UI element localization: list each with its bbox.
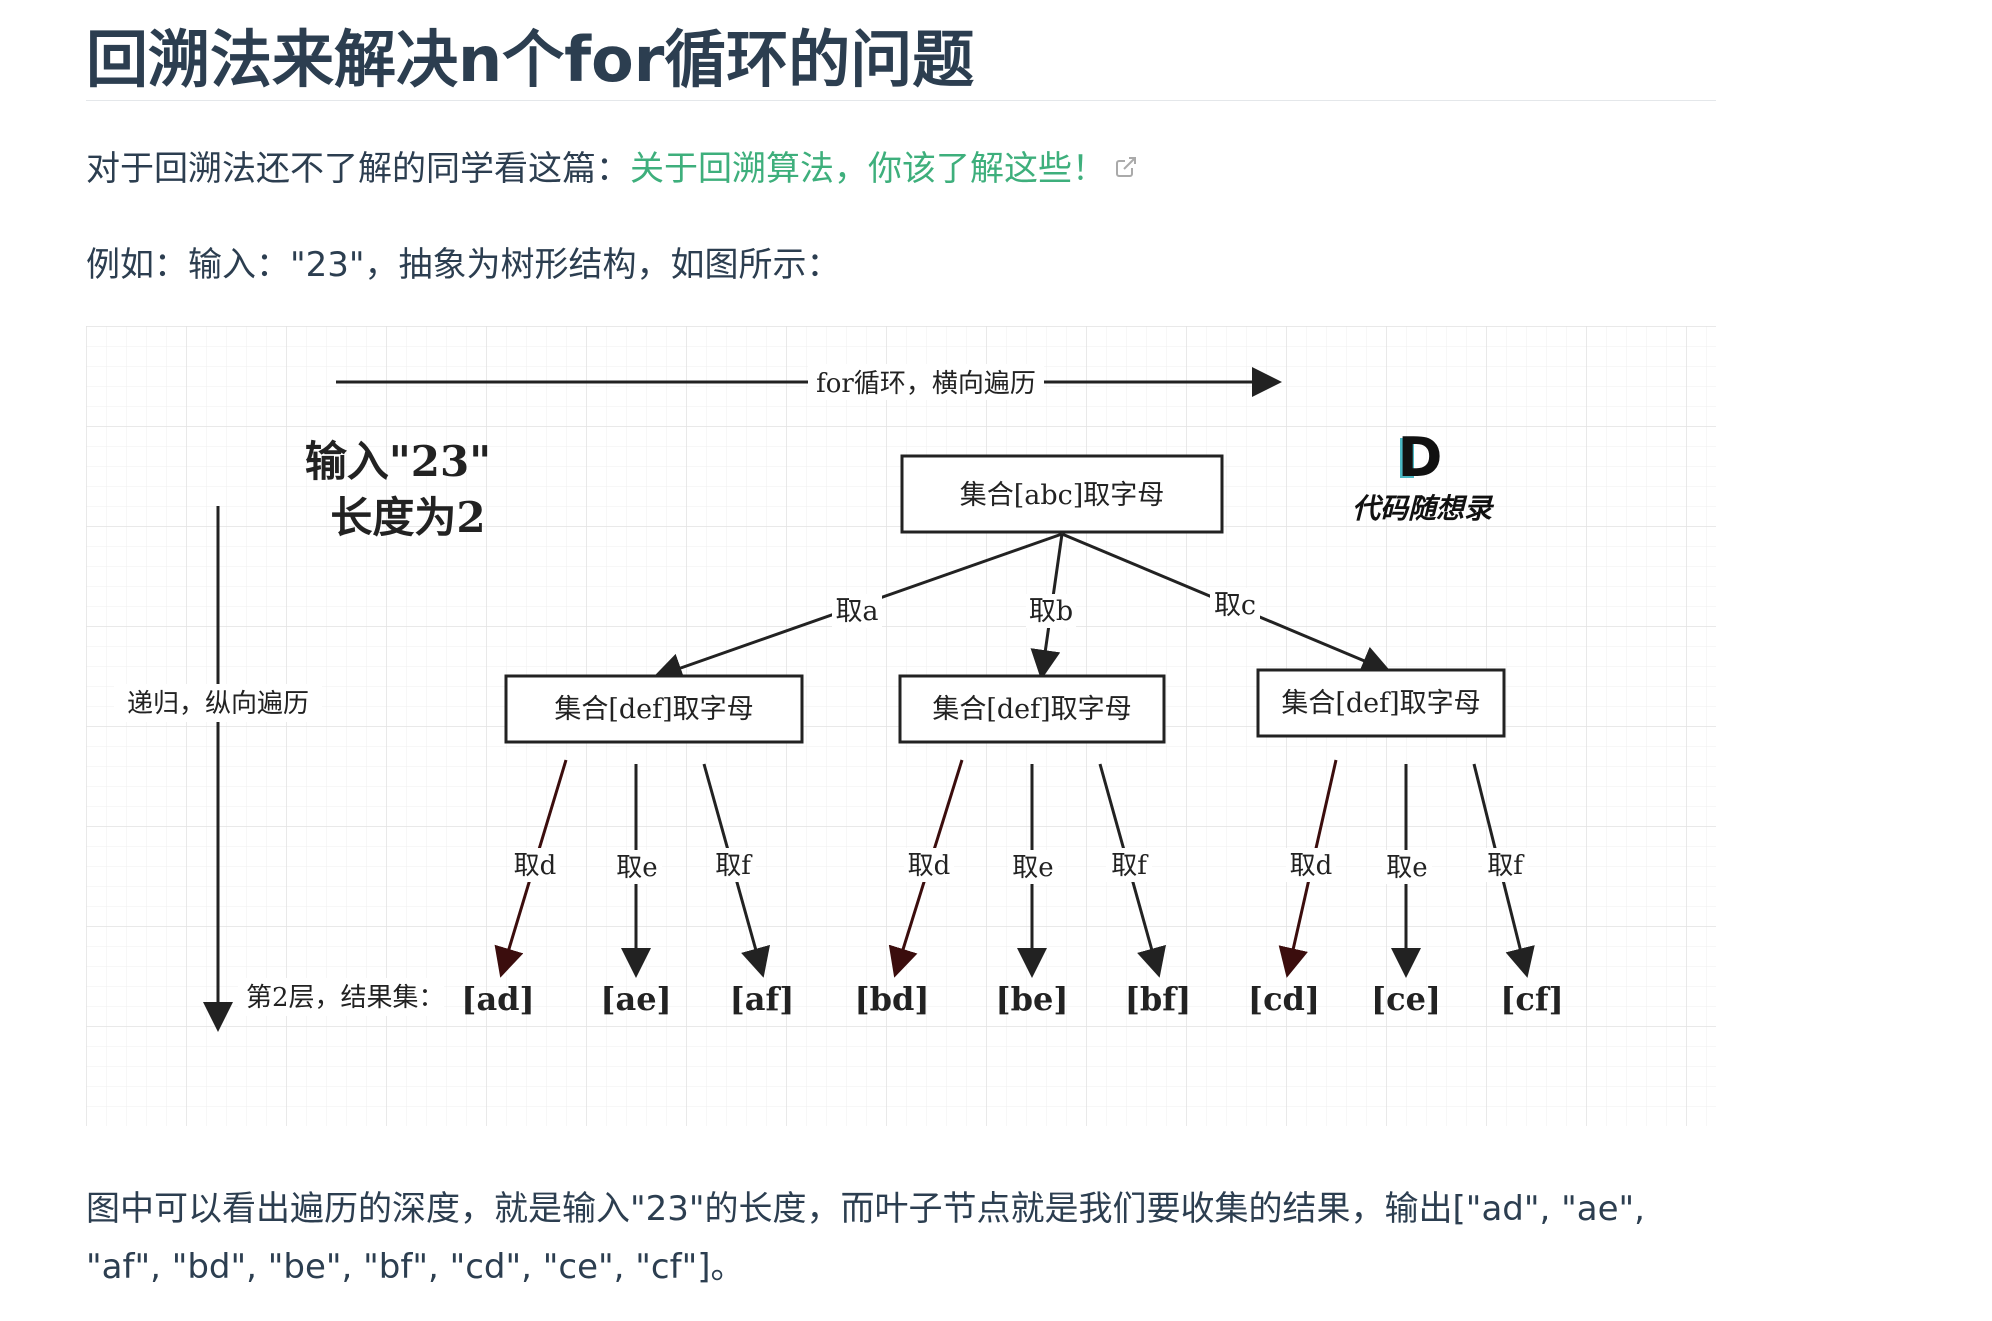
logo-mark: D (1398, 426, 1443, 489)
input-label-line1: 输入"23" (305, 437, 491, 486)
child-node-a (504, 674, 804, 744)
result-cd: [cd] (1248, 980, 1320, 1018)
root-node (900, 454, 1224, 534)
edge-label-e2: 取e (1012, 853, 1053, 883)
edge-label-f3: 取f (1487, 851, 1525, 881)
intro-text: 对于回溯法还不了解的同学看这篇： (86, 149, 630, 189)
edge-label-f2: 取f (1111, 851, 1149, 881)
edge-label-a-backing (832, 594, 882, 628)
result-cf: [cf] (1500, 980, 1564, 1018)
edge-label-c-backing (1210, 588, 1260, 622)
result-be: [be] (995, 980, 1068, 1018)
child-node-c (1256, 668, 1506, 738)
edge-label-d3-backing (1286, 848, 1336, 882)
input-label-line2: 长度为2 (330, 493, 485, 542)
result-label-backing (238, 978, 444, 1016)
edge-label-e3: 取e (1386, 853, 1427, 883)
edge-label-d1-backing (510, 848, 560, 882)
result-bd: [bd] (854, 980, 929, 1018)
edge-label-f1: 取f (715, 851, 753, 881)
edge-label-e2-backing (1008, 850, 1058, 884)
intro-paragraph: 对于回溯法还不了解的同学看这篇：关于回溯算法，你该了解这些！ (86, 140, 1138, 198)
result-ce: [ce] (1371, 980, 1441, 1018)
logo: D 代码随想录 (1352, 426, 1495, 525)
child-node-b (898, 674, 1166, 744)
result-ae: [ae] (600, 980, 671, 1018)
horizontal-traversal-label: for循环，横向遍历 (816, 369, 1036, 399)
edge-label-f1-backing (710, 848, 756, 882)
recursion-label-backing (114, 684, 322, 722)
result-set-label: 第2层，结果集： (246, 983, 445, 1013)
edge-label-e3-backing (1382, 850, 1432, 884)
edge-label-a: 取a (835, 596, 878, 627)
backtracking-tree-figure: for循环，横向遍历 输入"23" 长度为2 D 代码随想录 递归，纵向遍历 集… (86, 326, 1716, 1126)
edge-label-c: 取c (1214, 590, 1256, 621)
logo-text: 代码随想录 (1352, 492, 1495, 525)
result-ad: [ad] (461, 980, 534, 1018)
child-node-a-label: 集合[def]取字母 (554, 694, 753, 725)
edge-label-d2: 取d (908, 851, 951, 881)
title-divider (86, 100, 1716, 101)
result-bf: [bf] (1125, 980, 1191, 1018)
backtracking-tree-diagram: for循环，横向遍历 输入"23" 长度为2 D 代码随想录 递归，纵向遍历 集… (86, 326, 1716, 1126)
child-node-b-label: 集合[def]取字母 (932, 694, 1131, 725)
edge-label-b-backing (1026, 594, 1076, 628)
child-node-c-label: 集合[def]取字母 (1281, 688, 1480, 719)
logo-accent-bar (1400, 438, 1414, 478)
example-paragraph: 例如：输入："23"，抽象为树形结构，如图所示： (86, 245, 841, 285)
edge-label-e1: 取e (616, 853, 657, 883)
page-title: 回溯法来解决n个for循环的问题 (86, 23, 975, 96)
result-af: [af] (730, 980, 795, 1018)
edge-label-f3-backing (1482, 848, 1528, 882)
backtracking-article-link[interactable]: 关于回溯算法，你该了解这些！ (630, 149, 1106, 189)
conclusion-paragraph: 图中可以看出遍历的深度，就是输入"23"的长度，而叶子节点就是我们要收集的结果，… (86, 1189, 1645, 1287)
top-label-backing (808, 364, 1044, 400)
root-node-label: 集合[abc]取字母 (960, 480, 1165, 511)
edge-label-d1: 取d (514, 851, 557, 881)
recursion-label: 递归，纵向遍历 (127, 689, 309, 719)
external-link-icon[interactable] (1114, 139, 1138, 197)
edge-label-d3: 取d (1290, 851, 1333, 881)
edge-label-f2-backing (1106, 848, 1152, 882)
edge-label-e1-backing (612, 850, 662, 884)
edge-label-b: 取b (1029, 596, 1073, 627)
edge-label-d2-backing (904, 848, 954, 882)
